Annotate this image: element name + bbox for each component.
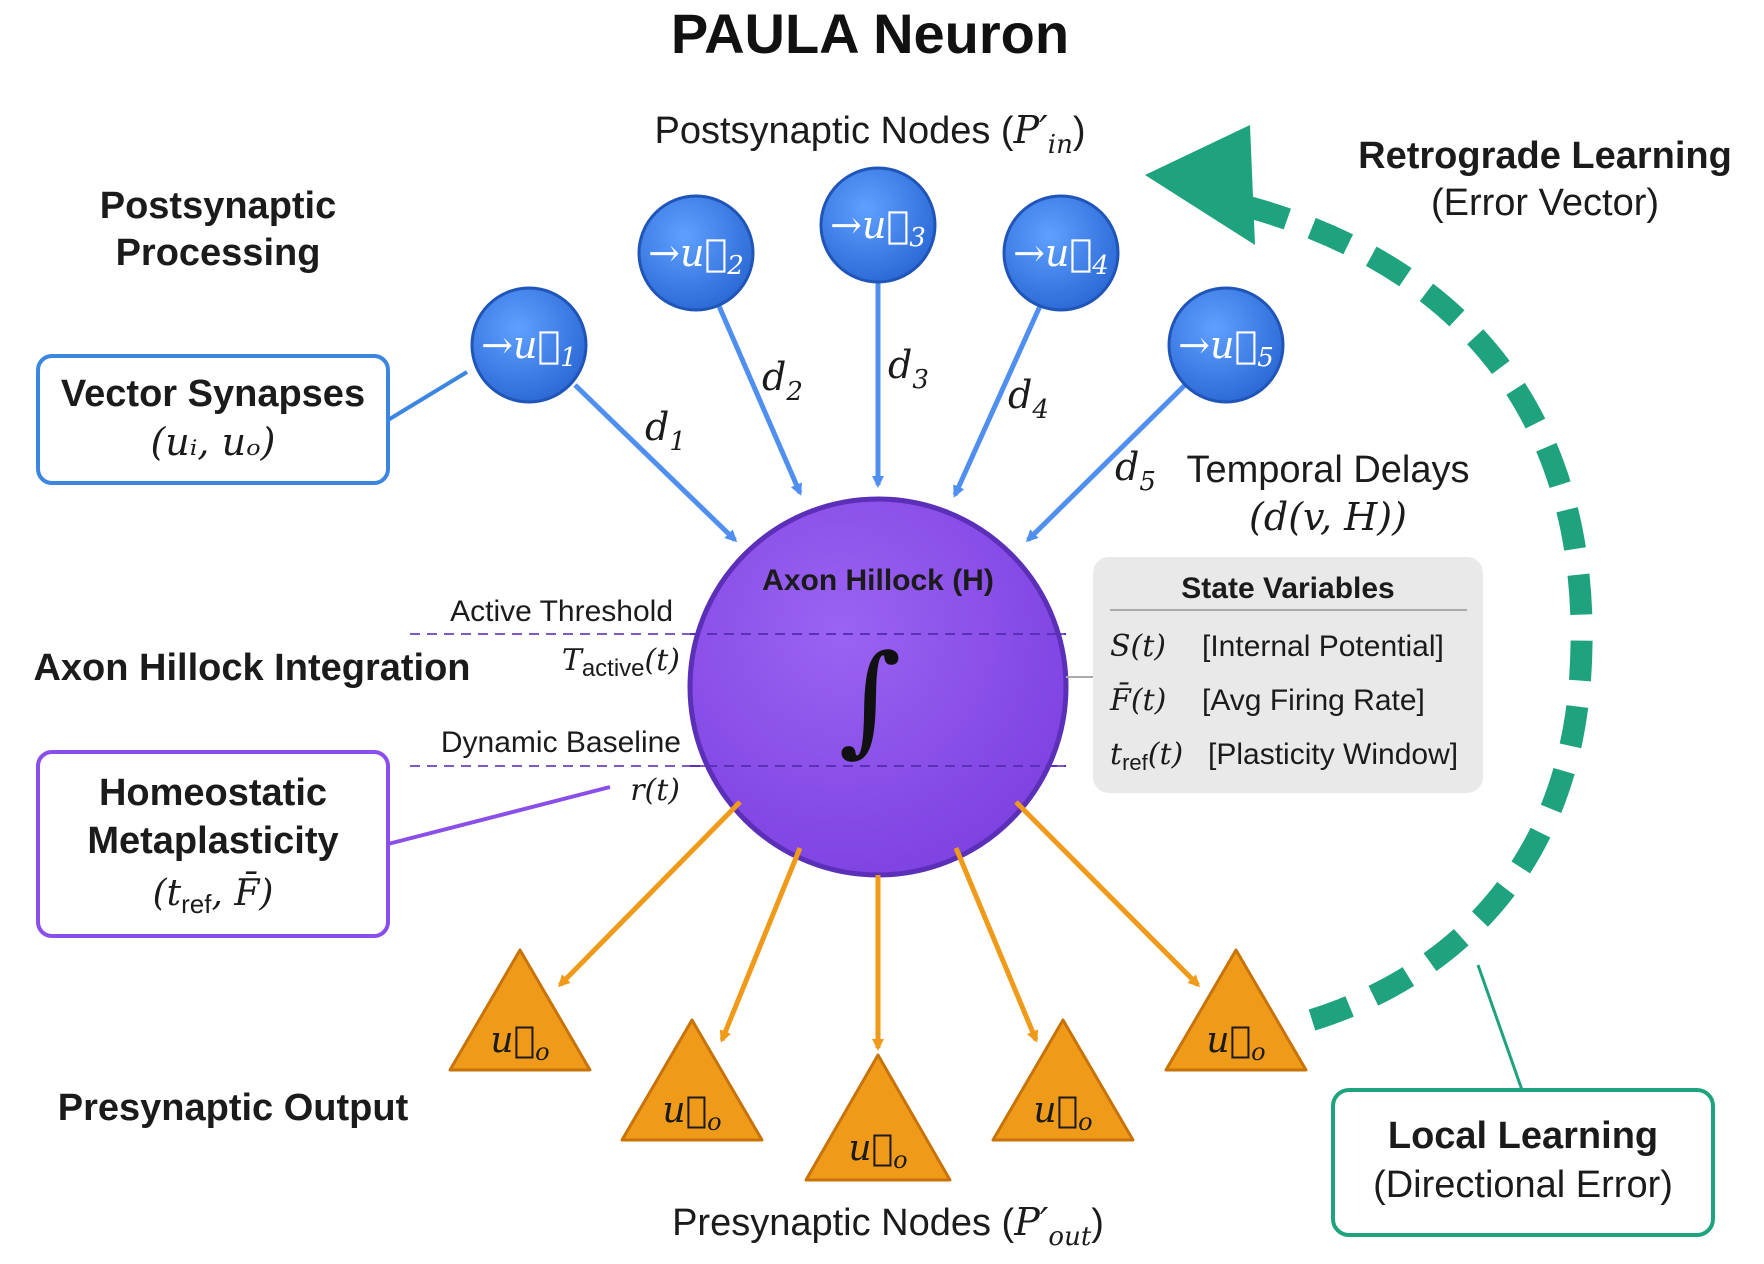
- retrograde-arrowhead: [1145, 125, 1255, 245]
- state-variables-header: State Variables: [1181, 572, 1394, 605]
- retrograde-arc: [1197, 184, 1593, 1031]
- output-node-5: u⃗o: [1164, 948, 1308, 1072]
- diagram-title: PAULA Neuron: [671, 2, 1069, 65]
- state-variables-panel: State Variables S(t) [Internal Potential…: [1093, 557, 1483, 793]
- svg-text:→u⃗1: →u⃗1: [481, 323, 577, 373]
- state-var-symbol-2: F̄(t): [1109, 682, 1166, 718]
- integral-symbol: ∫: [839, 630, 902, 769]
- input-arrows: [573, 278, 1187, 543]
- state-var-desc-1: [Internal Potential]: [1202, 630, 1444, 663]
- svg-text:u⃗o: u⃗o: [1206, 1020, 1265, 1066]
- vector-synapses-connector: [386, 370, 469, 422]
- vector-synapses-box: Vector Synapses (uᵢ, uₒ): [36, 354, 390, 485]
- input-node-5: →u⃗5: [1167, 286, 1285, 404]
- output-arrows: [557, 800, 1201, 1051]
- postsynaptic-processing-heading-line2: Processing: [116, 232, 321, 274]
- homeostatic-connector: [387, 785, 611, 846]
- svg-text:→u⃗4: →u⃗4: [1013, 231, 1109, 281]
- axon-hillock: Axon Hillock (H) ∫: [687, 496, 1069, 878]
- presynaptic-output-heading: Presynaptic Output: [58, 1087, 409, 1129]
- r-t-label: r(t): [630, 773, 680, 808]
- delay-label-3: d3: [888, 343, 929, 395]
- output-node-4: u⃗o: [991, 1018, 1135, 1142]
- homeostatic-line2: Metaplasticity: [87, 820, 338, 862]
- homeostatic-line1: Homeostatic: [99, 772, 327, 814]
- output-node-2: u⃗o: [620, 1018, 764, 1142]
- active-threshold-label: Active Threshold: [450, 595, 673, 628]
- temporal-delays-math: (d(v, H)): [1249, 495, 1407, 539]
- svg-text:u⃗o: u⃗o: [662, 1090, 721, 1136]
- delay-label-1: d1: [645, 405, 686, 457]
- retrograde-learning-sub: (Error Vector): [1431, 182, 1659, 224]
- postsynaptic-processing-heading: Postsynaptic: [100, 185, 337, 227]
- local-learning-title: Local Learning: [1388, 1115, 1658, 1157]
- vector-synapses-math: (uᵢ, uₒ): [150, 420, 275, 464]
- state-var-desc-2: [Avg Firing Rate]: [1202, 684, 1425, 717]
- axon-hillock-title: Axon Hillock (H): [762, 564, 994, 597]
- svg-text:u⃗o: u⃗o: [848, 1128, 907, 1174]
- local-learning-sub: (Directional Error): [1373, 1164, 1673, 1206]
- retrograde-learning-label: Retrograde Learning: [1358, 135, 1732, 177]
- delay-label-4: d4: [1008, 373, 1049, 425]
- svg-text:→u⃗5: →u⃗5: [1178, 323, 1274, 373]
- input-node-4: →u⃗4: [1002, 194, 1120, 312]
- local-learning-connector: [1476, 964, 1524, 1091]
- delay-label-5: d5: [1115, 445, 1156, 497]
- homeostatic-box: Homeostatic Metaplasticity (tref, F̄): [36, 750, 390, 938]
- state-var-symbol-3: tref(t): [1110, 737, 1183, 775]
- t-active-label: Tactive(t): [562, 643, 680, 682]
- input-node-3: →u⃗3: [819, 166, 937, 284]
- svg-text:u⃗o: u⃗o: [490, 1020, 549, 1066]
- presynaptic-nodes-label: Presynaptic Nodes (P′out): [672, 1200, 1104, 1252]
- input-node-2: →u⃗2: [637, 194, 755, 312]
- output-node-1: u⃗o: [448, 948, 592, 1072]
- svg-text:→u⃗2: →u⃗2: [648, 231, 744, 281]
- state-var-desc-3: [Plasticity Window]: [1208, 738, 1458, 771]
- postsynaptic-nodes-label: Postsynaptic Nodes (P′in): [655, 108, 1086, 160]
- vector-synapses-title: Vector Synapses: [61, 373, 365, 415]
- output-node-3: u⃗o: [804, 1053, 952, 1182]
- homeostatic-math: (tref, F̄): [153, 871, 274, 919]
- axon-hillock-integration-heading: Axon Hillock Integration: [33, 647, 470, 689]
- input-node-1: →u⃗1: [470, 286, 588, 404]
- dynamic-baseline-label: Dynamic Baseline: [441, 726, 681, 759]
- svg-text:u⃗o: u⃗o: [1033, 1090, 1092, 1136]
- state-var-symbol-1: S(t): [1110, 629, 1166, 664]
- svg-text:→u⃗3: →u⃗3: [830, 203, 926, 253]
- delay-label-2: d2: [762, 355, 803, 407]
- local-learning-box: Local Learning (Directional Error): [1331, 1088, 1715, 1237]
- temporal-delays-label: Temporal Delays: [1187, 449, 1470, 491]
